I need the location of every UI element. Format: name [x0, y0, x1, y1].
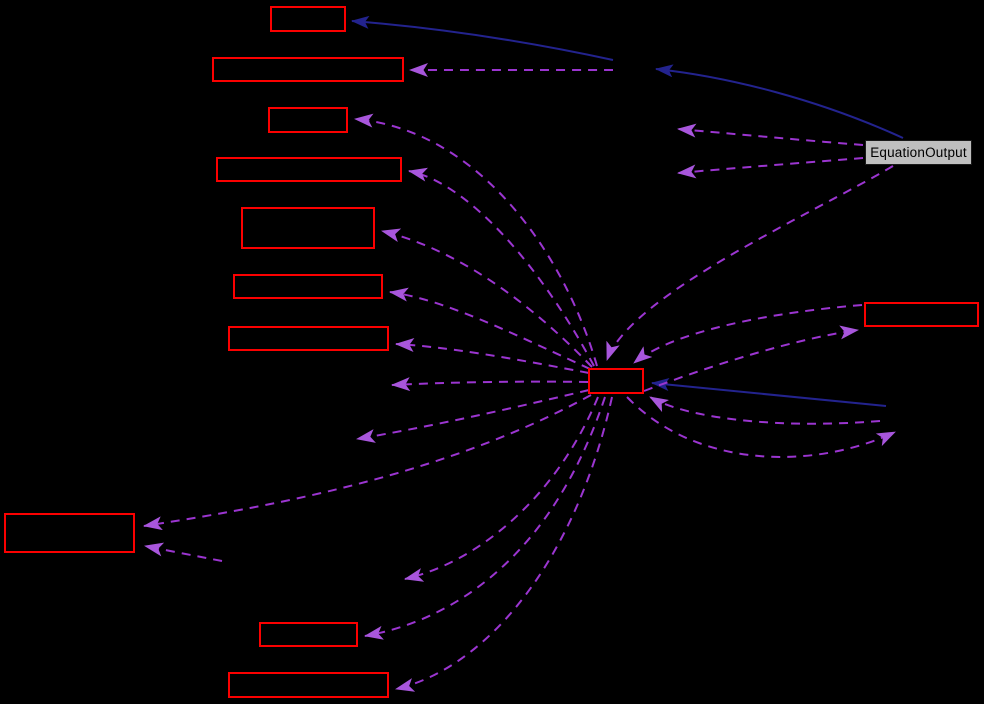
edge-dashed [395, 396, 613, 692]
class-node[interactable] [268, 107, 348, 133]
class-node[interactable] [588, 368, 644, 394]
class-node[interactable] [216, 157, 402, 182]
class-node[interactable] [228, 326, 389, 351]
class-node[interactable] [212, 57, 404, 82]
edge-dashed [354, 113, 598, 367]
edge-dashed [143, 394, 592, 531]
edge-dashed [649, 396, 881, 425]
edge-dashed [381, 228, 593, 368]
edge-dashed [391, 377, 589, 392]
edge-dashed [677, 157, 864, 179]
highlight-class-node[interactable]: EquationOutput [865, 140, 972, 165]
edge-solid [351, 15, 614, 61]
class-node[interactable] [259, 622, 358, 647]
edge-solid [651, 378, 887, 407]
edge-dashed [404, 396, 599, 582]
edge-dashed [364, 396, 606, 640]
edge-dashed [144, 542, 223, 562]
edge-solid [655, 64, 904, 139]
class-node[interactable] [228, 672, 389, 698]
class-node[interactable] [233, 274, 383, 299]
edge-dashed [356, 389, 590, 443]
edge-dashed [677, 123, 864, 146]
edge-dashed [395, 338, 590, 374]
edge-dashed [643, 325, 859, 392]
class-node[interactable] [241, 207, 375, 249]
edge-dashed [408, 167, 595, 367]
class-node[interactable] [4, 513, 135, 553]
edge-dashed [389, 287, 591, 370]
class-node[interactable] [864, 302, 979, 327]
edge-dashed [633, 304, 863, 364]
class-node[interactable] [270, 6, 346, 32]
edge-dashed [626, 396, 896, 458]
